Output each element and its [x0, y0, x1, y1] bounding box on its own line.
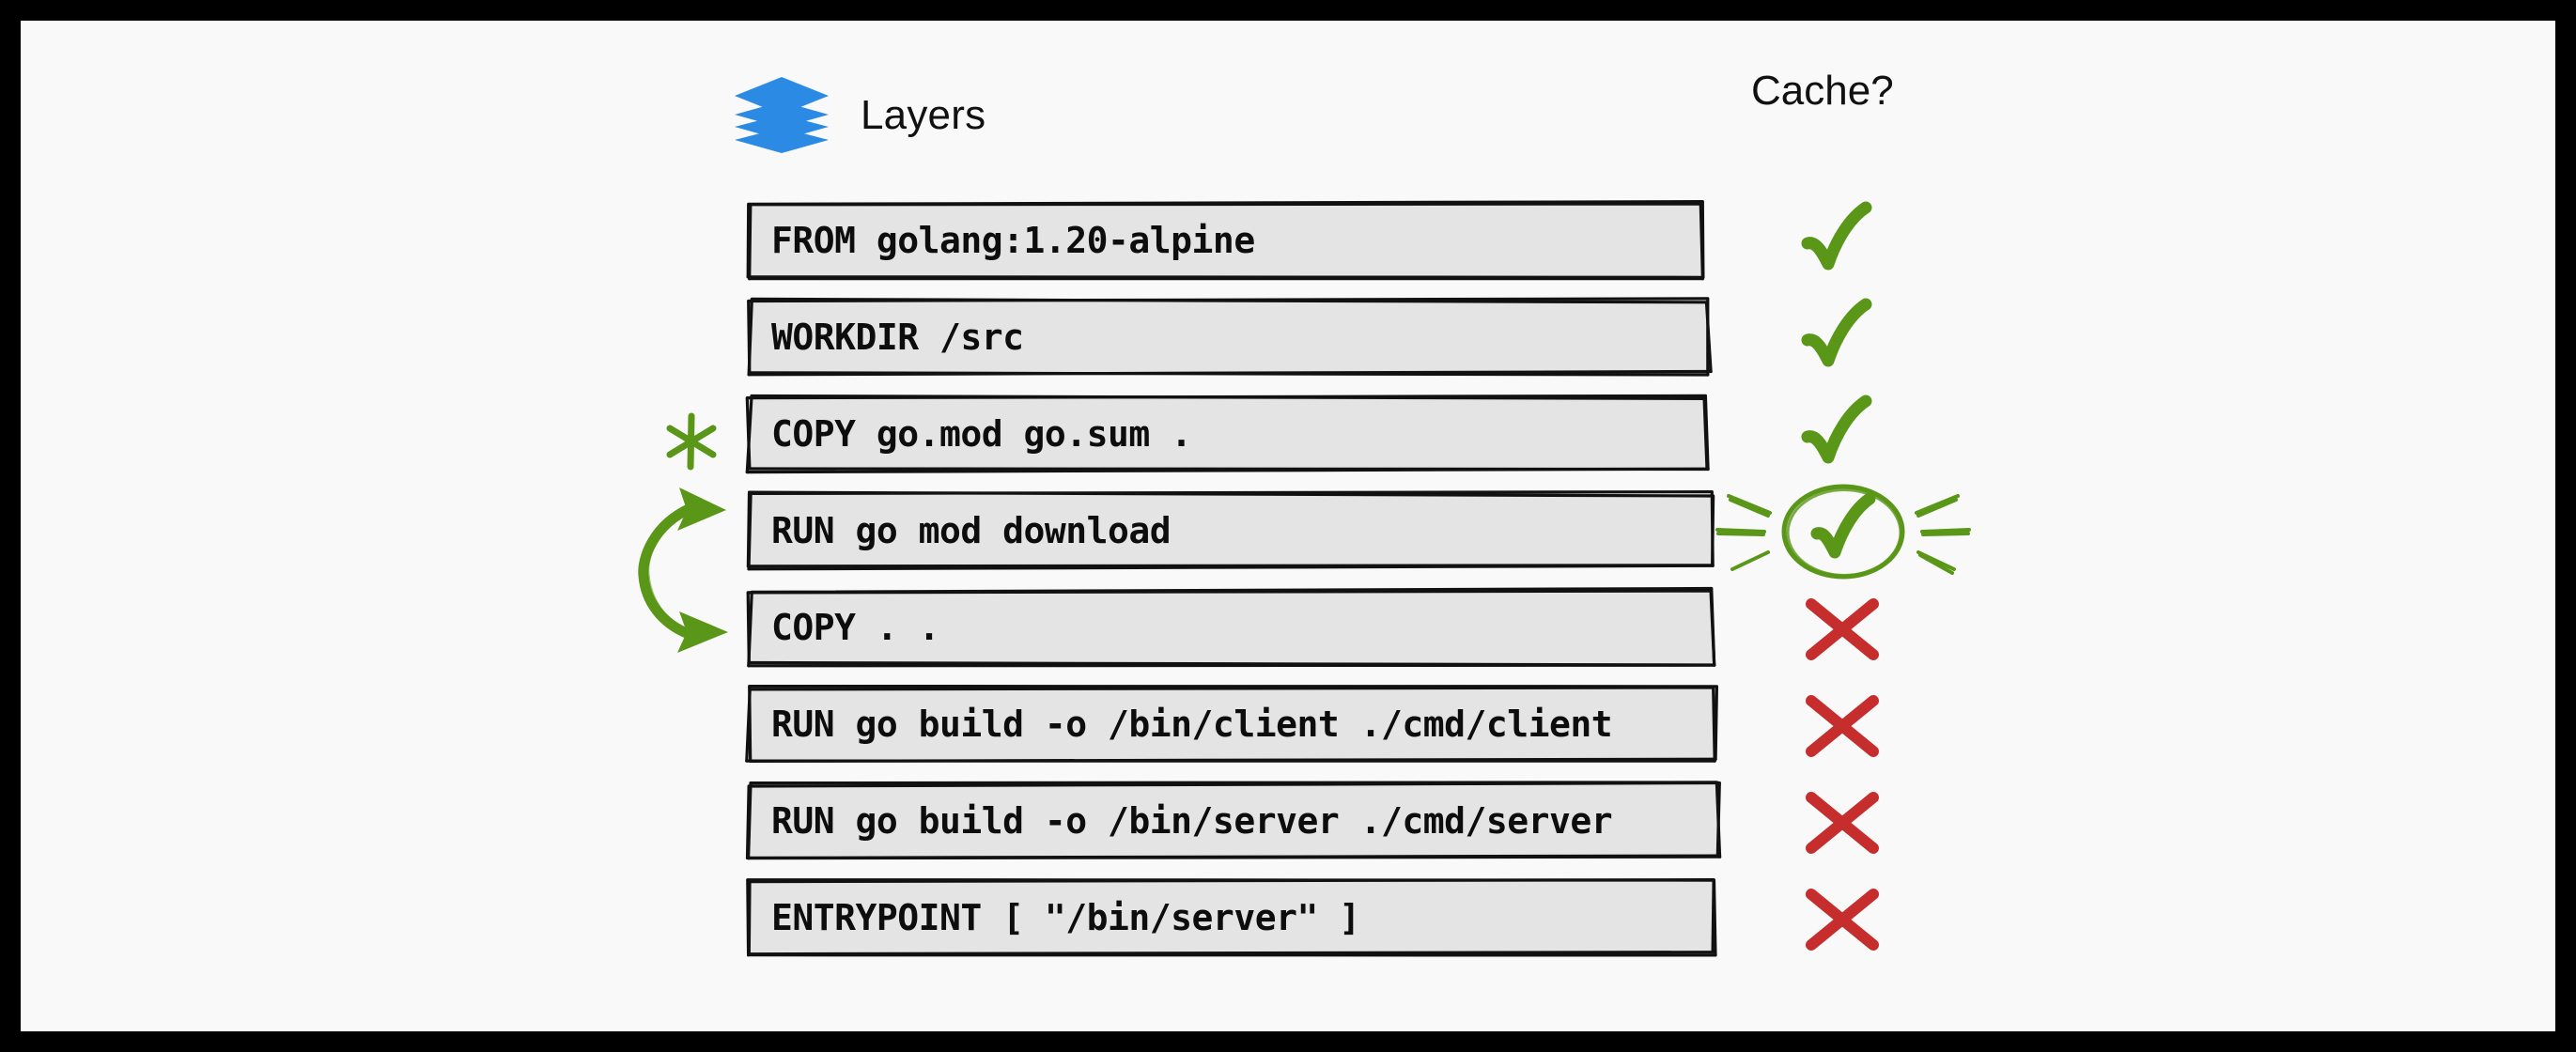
cross-icon	[1787, 781, 1900, 865]
layer-instruction-text: FROM golang:1.20-alpine	[771, 220, 1255, 261]
layers-label: Layers	[861, 92, 986, 138]
layer-instruction-box[interactable]: ENTRYPOINT [ "/bin/server" ]	[746, 878, 1717, 957]
cross-icon	[1787, 684, 1900, 768]
layer-instruction-box[interactable]: RUN go mod download	[746, 490, 1715, 571]
layer-instruction-box[interactable]: COPY . .	[746, 586, 1716, 668]
layer-instruction-text: RUN go mod download	[771, 510, 1172, 551]
layer-instruction-text: COPY go.mod go.sum .	[771, 413, 1192, 455]
layer-instruction-box[interactable]: FROM golang:1.20-alpine	[746, 200, 1705, 281]
cache-column-header: Cache?	[1751, 68, 1894, 114]
layers-header: Layers	[735, 77, 985, 154]
check-icon	[1787, 394, 1900, 478]
cross-icon	[1787, 877, 1900, 962]
cross-icon	[1787, 587, 1900, 672]
layer-instruction-box[interactable]: COPY go.mod go.sum .	[745, 394, 1710, 474]
layer-instruction-text: RUN go build -o /bin/server ./cmd/server	[771, 800, 1613, 842]
layer-instruction-text: ENTRYPOINT [ "/bin/server" ]	[771, 897, 1360, 938]
layer-instruction-box[interactable]: WORKDIR /src	[747, 297, 1713, 377]
layers-stack-icon	[735, 77, 829, 154]
layer-instruction-box[interactable]: RUN go build -o /bin/server ./cmd/server	[745, 781, 1722, 860]
layer-row-list: FROM golang:1.20-alpine WORKDIR /src COP…	[21, 21, 2555, 1031]
check-icon	[1787, 297, 1900, 381]
layer-instruction-text: WORKDIR /src	[771, 317, 1024, 358]
layer-instruction-text: COPY . .	[771, 607, 940, 648]
layer-instruction-box[interactable]: RUN go build -o /bin/client ./cmd/client	[745, 685, 1718, 763]
circled-check-icon	[1712, 475, 1975, 588]
asterisk-marker-icon	[661, 411, 722, 472]
layer-instruction-text: RUN go build -o /bin/client ./cmd/client	[771, 704, 1613, 745]
check-icon	[1787, 200, 1900, 285]
diagram-canvas: Layers Cache? FROM golang:1.20-alpine WO…	[21, 21, 2555, 1031]
curved-double-arrow-icon	[636, 486, 777, 655]
